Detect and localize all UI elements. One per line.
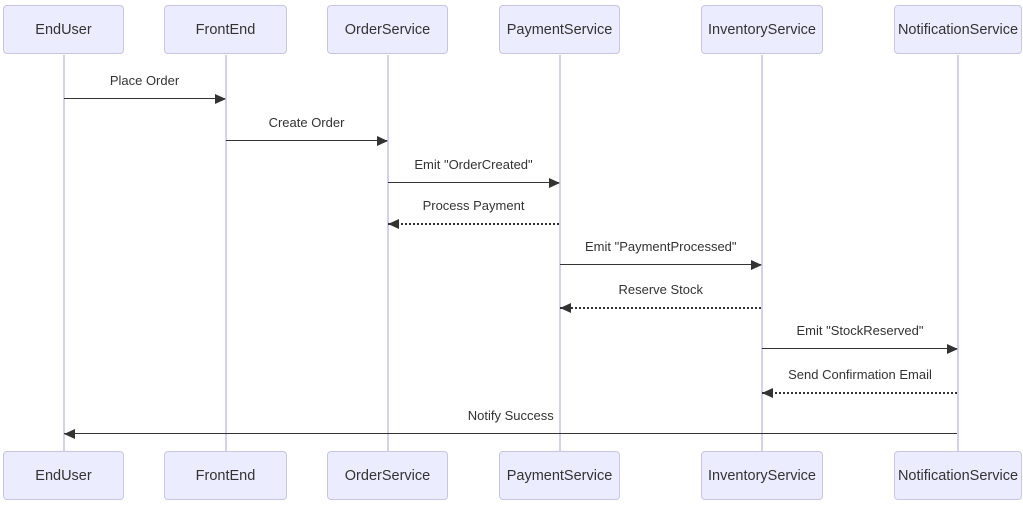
message-label-process-payment: Process Payment xyxy=(422,198,525,213)
message-line-notify-success xyxy=(63,433,957,434)
participant-box-top-inventoryservice: InventoryService xyxy=(701,5,823,54)
lifeline-notificationservice xyxy=(957,55,959,451)
participant-box-bottom-enduser: EndUser xyxy=(3,451,124,500)
participant-box-top-orderservice: OrderService xyxy=(327,5,448,54)
lifeline-enduser xyxy=(62,55,65,451)
arrow-head-icon xyxy=(762,388,773,398)
message-line-emit-stockreserved- xyxy=(762,348,957,349)
participant-label: FrontEnd xyxy=(195,467,256,484)
arrow-head-icon xyxy=(214,94,226,104)
participant-label: FrontEnd xyxy=(195,21,256,38)
participant-label: NotificationService xyxy=(897,21,1019,38)
participant-label: EndUser xyxy=(35,21,92,38)
arrow-head-icon xyxy=(947,344,958,354)
participant-box-bottom-orderservice: OrderService xyxy=(327,451,448,500)
participant-label: EndUser xyxy=(35,467,92,484)
participant-box-top-notificationservice: NotificationService xyxy=(894,5,1022,54)
participant-box-bottom-paymentservice: PaymentService xyxy=(499,451,620,500)
message-line-send-confirmation-email xyxy=(762,392,957,394)
message-line-reserve-stock xyxy=(559,307,761,309)
participant-label: OrderService xyxy=(344,467,431,484)
arrow-head-icon xyxy=(559,303,571,313)
arrow-head-icon xyxy=(387,219,399,229)
participant-label: InventoryService xyxy=(708,21,816,38)
participant-label: PaymentService xyxy=(506,21,613,38)
message-label-send-confirmation-email: Send Confirmation Email xyxy=(788,367,932,382)
message-line-process-payment xyxy=(387,223,559,225)
arrow-head-icon xyxy=(376,136,388,146)
message-label-emit-paymentprocessed-: Emit "PaymentProcessed" xyxy=(584,239,737,254)
lifeline-frontend xyxy=(224,55,227,451)
arrow-head-icon xyxy=(751,260,762,270)
participant-box-top-enduser: EndUser xyxy=(3,5,124,54)
participant-box-bottom-notificationservice: NotificationService xyxy=(894,451,1022,500)
message-line-place-order xyxy=(63,98,225,99)
participant-label: InventoryService xyxy=(708,467,816,484)
message-line-emit-paymentprocessed- xyxy=(559,264,761,265)
message-label-notify-success: Notify Success xyxy=(467,408,554,423)
arrow-head-icon xyxy=(63,429,75,439)
participant-box-bottom-frontend: FrontEnd xyxy=(164,451,287,500)
message-label-emit-ordercreated-: Emit "OrderCreated" xyxy=(414,157,533,172)
participant-box-bottom-inventoryservice: InventoryService xyxy=(701,451,823,500)
message-line-emit-ordercreated- xyxy=(387,182,559,183)
message-label-place-order: Place Order xyxy=(109,73,180,88)
message-label-create-order: Create Order xyxy=(268,115,345,130)
participant-box-top-frontend: FrontEnd xyxy=(164,5,287,54)
message-label-reserve-stock: Reserve Stock xyxy=(618,282,704,297)
lifeline-paymentservice xyxy=(558,55,561,451)
message-line-create-order xyxy=(225,140,387,141)
lifeline-inventoryservice xyxy=(761,55,763,451)
participant-box-top-paymentservice: PaymentService xyxy=(499,5,620,54)
arrow-head-icon xyxy=(548,178,560,188)
message-label-emit-stockreserved-: Emit "StockReserved" xyxy=(796,323,924,338)
participant-label: PaymentService xyxy=(506,467,613,484)
participant-label: OrderService xyxy=(344,21,431,38)
participant-label: NotificationService xyxy=(897,467,1019,484)
lifeline-orderservice xyxy=(386,55,389,451)
